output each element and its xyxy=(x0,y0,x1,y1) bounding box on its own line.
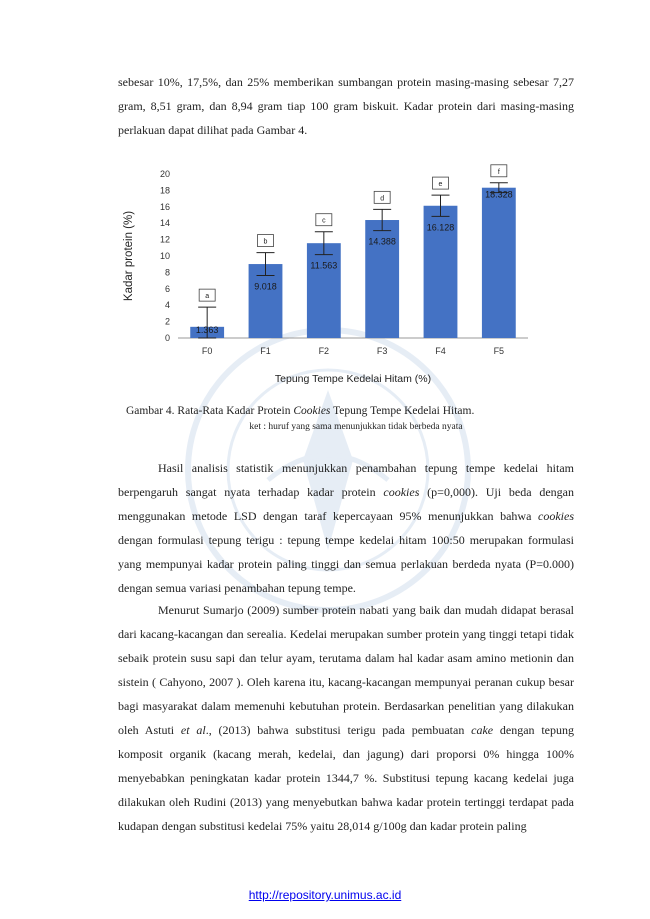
paragraph-intro-text: sebesar 10%, 17,5%, dan 25% memberikan s… xyxy=(118,75,574,137)
data-label: 9.018 xyxy=(254,282,277,292)
analysis-text-2: (p=0,000). Uji beda dengan menggunakan m… xyxy=(118,485,574,523)
y-tick-label: 10 xyxy=(160,251,170,261)
significance-box xyxy=(198,288,216,302)
x-tick-label: F5 xyxy=(494,346,505,356)
y-tick-label: 0 xyxy=(165,333,170,343)
y-tick-label: 16 xyxy=(160,202,170,212)
analysis-italic-1: cookies xyxy=(383,485,420,499)
significance-letter: a xyxy=(205,293,209,300)
y-tick-label: 4 xyxy=(165,300,170,310)
bar xyxy=(306,243,341,338)
bar xyxy=(365,220,400,338)
bar xyxy=(248,264,283,338)
significance-letter: f xyxy=(498,169,500,176)
significance-box xyxy=(490,164,508,178)
y-tick-label: 20 xyxy=(160,169,170,179)
significance-box xyxy=(373,190,391,204)
data-label: 14.388 xyxy=(368,237,396,247)
paragraph-intro: sebesar 10%, 17,5%, dan 25% memberikan s… xyxy=(118,70,574,142)
significance-letter: c xyxy=(322,218,326,225)
y-axis-label: Kadar protein (%) xyxy=(123,211,135,301)
y-tick-label: 6 xyxy=(165,284,170,294)
caption-prefix: Gambar 4. Rata-Rata Kadar Protein xyxy=(126,405,294,417)
y-tick-label: 8 xyxy=(165,267,170,277)
data-label: 18.328 xyxy=(485,190,513,200)
paragraph-discussion: Menurut Sumarjo (2009) sumber protein na… xyxy=(118,598,574,838)
significance-box xyxy=(257,234,274,247)
discussion-text-2: ., (2013) bahwa substitusi terigu pada p… xyxy=(205,723,472,737)
discussion-italic-2: cake xyxy=(471,723,494,737)
discussion-text-3: dengan tepung komposit organik (kacang m… xyxy=(118,723,574,833)
x-tick-label: F4 xyxy=(435,346,446,356)
figure-caption: Gambar 4. Rata-Rata Kadar Protein Cookie… xyxy=(126,404,546,435)
x-tick-label: F1 xyxy=(260,346,271,356)
analysis-text-3: dengan formulasi tepung terigu : tepung … xyxy=(118,533,574,595)
paragraph-analysis: Hasil analisis statistik menunjukkan pen… xyxy=(118,456,574,600)
caption-suffix: Tepung Tempe Kedelai Hitam. xyxy=(330,405,475,417)
analysis-italic-2: cookies xyxy=(538,509,574,523)
x-tick-label: F2 xyxy=(319,346,330,356)
significance-box xyxy=(432,176,449,190)
y-tick-label: 12 xyxy=(160,235,170,245)
significance-letter: b xyxy=(264,239,268,246)
x-tick-label: F0 xyxy=(202,346,213,356)
y-tick-label: 2 xyxy=(165,317,170,327)
caption-italic: Cookies xyxy=(293,405,331,417)
caption-note: ket : huruf yang sama menunjukkan tidak … xyxy=(249,422,463,432)
bar xyxy=(481,187,516,338)
y-tick-label: 18 xyxy=(160,185,170,195)
repository-link[interactable]: http://repository.unimus.ac.id xyxy=(248,888,402,902)
discussion-italic-1: et al xyxy=(180,723,206,737)
significance-box xyxy=(315,213,333,227)
discussion-text-1: Menurut Sumarjo (2009) sumber protein na… xyxy=(118,603,574,737)
analysis-text-1: Hasil analisis statistik menunjukkan pen… xyxy=(118,461,574,499)
data-label: 11.563 xyxy=(310,261,337,271)
data-label: 1.363 xyxy=(196,325,219,335)
x-axis-label: Tepung Tempe Kedelai Hitam (%) xyxy=(275,373,431,385)
bar xyxy=(423,205,458,338)
y-tick-label: 14 xyxy=(160,218,170,228)
x-tick-label: F3 xyxy=(377,346,388,356)
data-label: 16.128 xyxy=(427,222,455,232)
significance-letter: d xyxy=(380,195,384,202)
significance-letter: e xyxy=(439,181,443,188)
